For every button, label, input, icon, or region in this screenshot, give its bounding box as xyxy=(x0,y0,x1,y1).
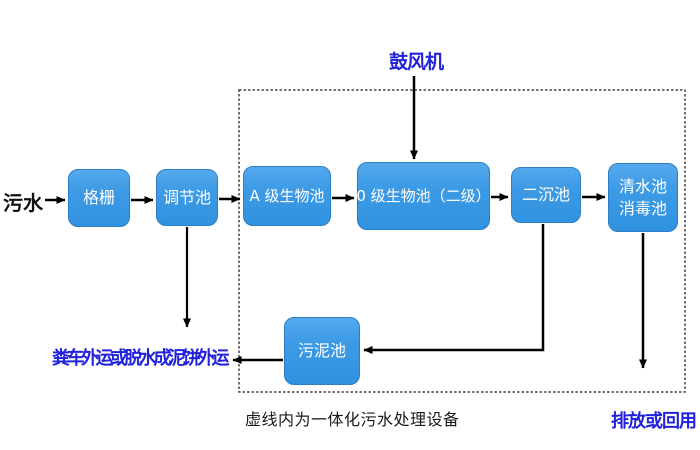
node-clear-water-tank: 清水池 消毒池 xyxy=(608,163,678,232)
sludge-out-label: 粪车外运或脱水成泥饼外运 xyxy=(52,348,230,369)
discharge-label: 排放或回用 xyxy=(611,411,697,432)
node-a-bio-tank: A 级生物池 xyxy=(243,166,331,226)
node-secondary-sed-tank: 二沉池 xyxy=(511,167,581,223)
node-sludge-tank: 污泥池 xyxy=(284,317,360,385)
node-regulating-tank: 调节池 xyxy=(156,169,218,226)
node-regulating-tank-label: 调节池 xyxy=(162,187,211,207)
source-label: 污水 xyxy=(3,191,43,215)
node-disinfection-tank-label: 消毒池 xyxy=(618,198,667,218)
node-a-bio-tank-label: A 级生物池 xyxy=(249,186,325,205)
connector-sed-to-sludge xyxy=(363,224,545,354)
equipment-boundary-dashed-box xyxy=(238,89,686,393)
node-grid-label: 格栅 xyxy=(82,188,115,208)
dashed-box-note: 虚线内为一体化污水处理设备 xyxy=(245,410,460,429)
blower-label: 鼓风机 xyxy=(389,51,444,73)
node-grid: 格栅 xyxy=(68,169,130,227)
node-o-bio-tank-label: 0 级生物池（二级） xyxy=(356,186,491,205)
node-sludge-tank-label: 污泥池 xyxy=(297,341,346,361)
node-secondary-sed-tank-label: 二沉池 xyxy=(521,185,570,205)
node-o-bio-tank: 0 级生物池（二级） xyxy=(356,162,491,230)
node-clear-water-tank-label: 清水池 xyxy=(618,176,667,196)
